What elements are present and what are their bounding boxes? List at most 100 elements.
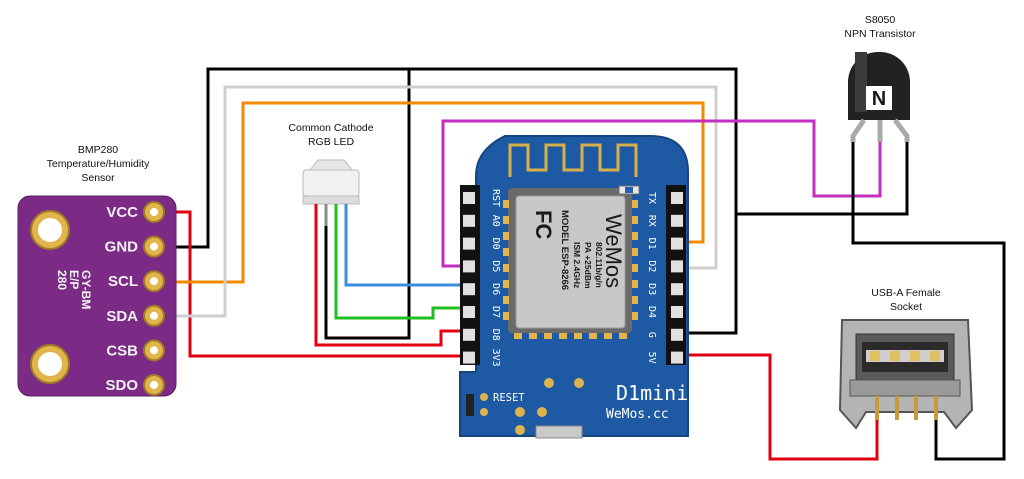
esp-pad	[632, 280, 638, 288]
module-line-1: ISM 2.4GHz	[572, 242, 582, 288]
wire-d6-blue	[344, 220, 466, 287]
d1-left-pin-label: D8	[490, 329, 501, 341]
d1-left-pin	[463, 328, 475, 341]
led-body	[302, 169, 360, 197]
d1-left-pin	[463, 351, 475, 364]
board-text-3: 280	[55, 270, 69, 290]
wire-d7-green	[334, 220, 466, 320]
esp-pad	[503, 216, 509, 224]
esp-pad	[632, 200, 638, 208]
d1-right-pin-label: D3	[646, 283, 657, 295]
d1-left-pin	[463, 260, 475, 273]
rgb-led-title-2: RGB LED	[308, 136, 355, 148]
d1-right-pin	[671, 260, 683, 273]
wire-gnd-black	[158, 67, 411, 340]
esp-pad	[632, 312, 638, 320]
d1-right-pin-label: G	[646, 332, 657, 338]
d1-left-pin-label: D5	[490, 260, 501, 272]
d1-right-pin	[671, 328, 683, 341]
esp-pad	[632, 296, 638, 304]
d1-right-pin-label: D2	[646, 260, 657, 272]
wire-5v-red	[688, 353, 879, 461]
d1-right-pin-label: TX	[646, 192, 657, 204]
d1-left-pin-label: 3V3	[490, 349, 501, 367]
d1-right-pin	[671, 192, 683, 204]
esp-pad	[632, 216, 638, 224]
d1-left-pin	[463, 214, 475, 227]
esp-pad	[632, 264, 638, 272]
d1-right-pin	[671, 214, 683, 227]
module-brand: WeMos	[601, 214, 626, 288]
reset-label: RESET	[493, 392, 525, 404]
usb-a-socket	[838, 319, 974, 430]
d1-right-pin	[671, 237, 683, 250]
module-model: MODEL ESP-8266	[559, 210, 570, 290]
d1-left-pin-label: D0	[490, 238, 501, 250]
transistor-marking: N	[872, 88, 886, 110]
esp-pad	[503, 248, 509, 256]
esp-pad	[503, 264, 509, 272]
d1-right-pin	[671, 283, 683, 296]
fcc-mark: FC	[531, 210, 556, 239]
rgb-led	[302, 159, 360, 226]
wire-led-red	[314, 220, 466, 347]
esp-pad	[503, 296, 509, 304]
esp-pad	[559, 333, 567, 339]
module-line-3: 802.11b/g/n	[594, 242, 604, 288]
right-header	[666, 185, 686, 365]
transistor-title-2: NPN Transistor	[844, 28, 916, 40]
esp-pad	[632, 232, 638, 240]
board-text-2: E/P	[67, 270, 81, 289]
bmp280-pin-label: VCC	[106, 204, 138, 221]
d1-left-pin	[463, 237, 475, 250]
bmp280-title-2: Temperature/Humidity	[47, 158, 150, 170]
rgb-led-title-1: Common Cathode	[288, 122, 373, 134]
board-url: WeMos.cc	[606, 407, 669, 422]
module-line-2: PA +25dBm	[583, 242, 593, 289]
esp-pad	[503, 200, 509, 208]
esp-pad	[503, 312, 509, 320]
wire-sda-grey	[158, 85, 718, 318]
esp-pad	[503, 232, 509, 240]
transistor-leg-c	[850, 118, 867, 142]
esp-pad	[574, 333, 582, 339]
esp-pad	[632, 248, 638, 256]
d1-right-pin	[671, 306, 683, 318]
esp-pad	[514, 333, 522, 339]
reset-button	[466, 394, 474, 416]
d1-left-pin-label: D6	[490, 283, 501, 295]
bmp280-title-1: BMP280	[78, 144, 118, 156]
wire-emitter-black	[736, 142, 909, 216]
esp-pad	[503, 280, 509, 288]
d1-left-pin	[463, 192, 475, 204]
s8050-transistor: N	[848, 52, 910, 142]
wire-collector-black	[851, 142, 1006, 461]
bmp280-pin-label: SDO	[105, 377, 138, 394]
bmp280-pin-label: SCL	[108, 273, 138, 290]
esp-pad	[589, 333, 597, 339]
esp-pad	[544, 333, 552, 339]
usb-title-2: Socket	[890, 301, 922, 313]
d1-left-pin-label: RST	[490, 189, 501, 207]
esp-pad	[529, 333, 537, 339]
board-name: D1mini	[616, 381, 688, 405]
d1-right-pin-label: D4	[646, 306, 657, 318]
left-header	[460, 185, 480, 365]
bmp280-pin-label: CSB	[106, 342, 138, 359]
wire-gnd-board-black	[409, 67, 738, 335]
d1-right-pin-label: 5V	[646, 352, 657, 364]
d1-left-pin	[463, 283, 475, 296]
bmp280-pin-label: GND	[105, 239, 139, 256]
usb-title-1: USB-A Female	[871, 287, 941, 299]
d1-right-pin	[671, 351, 683, 364]
esp-pad	[619, 333, 627, 339]
d1-left-pin	[463, 306, 475, 318]
antenna-trace	[508, 143, 638, 177]
board-text-1: GY-BM	[79, 270, 93, 309]
transistor-marking-box	[866, 86, 892, 110]
wire-scl-orange	[158, 101, 705, 284]
d1-left-pin-label: A0	[490, 215, 501, 227]
